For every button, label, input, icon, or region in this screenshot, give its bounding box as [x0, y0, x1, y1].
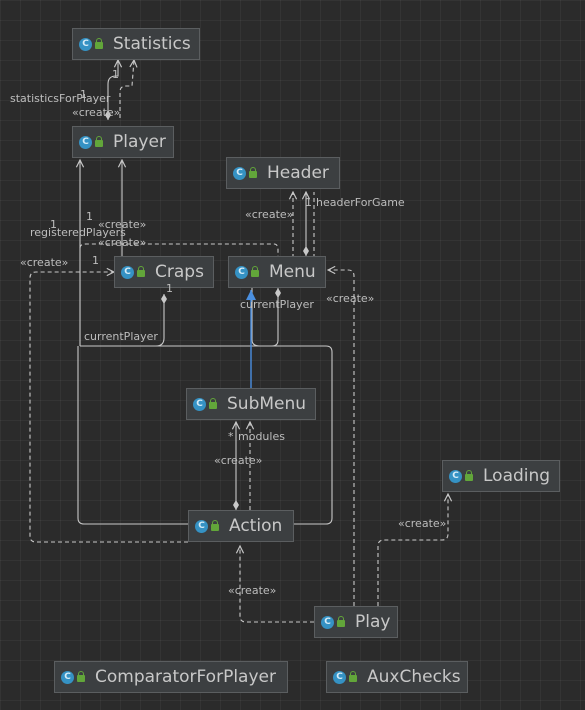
class-name: SubMenu — [227, 394, 307, 414]
class-icon: C — [79, 37, 92, 51]
class-auxchecks[interactable]: C AuxChecks — [326, 661, 468, 693]
edge-action-craps — [77, 346, 188, 525]
lock-icon — [209, 397, 217, 409]
edge-play-menu-create — [328, 270, 355, 606]
lock-icon — [349, 670, 357, 682]
edge-player-statistics-create — [119, 60, 134, 118]
lock-icon — [77, 670, 85, 682]
label-create-play-loading: «create» — [398, 517, 447, 530]
lock-icon — [465, 469, 473, 481]
class-icon: C — [449, 469, 462, 483]
lock-icon — [249, 166, 257, 178]
label-create-play-menu: «create» — [326, 292, 375, 305]
label-create-action-submenu: «create» — [214, 454, 263, 467]
label-reg-multiplicity-b: 1 — [86, 210, 93, 223]
lock-icon — [95, 135, 103, 147]
class-name: Loading — [483, 466, 551, 486]
label-create-player-craps-2: «create» — [98, 236, 147, 249]
class-submenu[interactable]: C SubMenu — [186, 388, 316, 420]
label-create-play-action: «create» — [228, 584, 277, 597]
class-name: Player — [113, 132, 166, 152]
label-modules-multiplicity: * — [228, 430, 234, 443]
class-name: Craps — [155, 262, 204, 282]
label-create-player-stats: «create» — [72, 106, 121, 119]
class-name: ComparatorForPlayer — [95, 667, 276, 687]
label-create-menu-header: «create» — [245, 208, 294, 221]
class-icon: C — [61, 670, 74, 684]
class-name: Action — [229, 516, 283, 536]
class-name: AuxChecks — [367, 667, 461, 687]
class-name: Menu — [269, 262, 316, 282]
label-registered-players: registeredPlayers — [30, 226, 126, 239]
label-stats-multiplicity: 1 — [112, 68, 119, 81]
class-icon: C — [233, 166, 246, 180]
class-menu[interactable]: C Menu — [228, 256, 326, 288]
edge-action-craps-create — [29, 272, 188, 543]
label-create-player-craps: «create» — [98, 218, 147, 231]
lock-icon — [137, 265, 145, 277]
class-action[interactable]: C Action — [188, 510, 294, 542]
class-icon: C — [333, 670, 346, 684]
edge-play-action — [240, 546, 314, 623]
label-modules: modules — [238, 430, 285, 443]
class-name: Header — [267, 163, 329, 183]
class-icon: C — [79, 135, 92, 149]
label-statistics-for-player: statisticsForPlayer — [10, 92, 111, 105]
label-craps-multiplicity: 1 — [166, 282, 173, 295]
label-stats-multiplicity-b: 1 — [80, 88, 87, 101]
class-play[interactable]: C Play — [314, 606, 398, 638]
label-create-action-craps: «create» — [20, 256, 69, 269]
edge-play-loading — [377, 494, 448, 606]
lock-icon — [337, 615, 345, 627]
class-comparatorforplayer[interactable]: C ComparatorForPlayer — [54, 661, 288, 693]
label-header-multiplicity: 1 — [305, 196, 312, 209]
class-loading[interactable]: C Loading — [442, 460, 560, 492]
class-header[interactable]: C Header — [226, 157, 340, 189]
class-icon: C — [235, 265, 248, 279]
class-craps[interactable]: C Craps — [114, 256, 214, 288]
label-one-craps: 1 — [92, 254, 99, 267]
lock-icon — [95, 37, 103, 49]
label-current-player-craps: currentPlayer — [84, 330, 158, 343]
class-icon: C — [193, 397, 206, 411]
class-icon: C — [321, 615, 334, 629]
label-header-for-game: headerForGame — [316, 196, 405, 209]
class-name: Play — [355, 612, 391, 632]
edge-action-menu — [251, 288, 333, 525]
lock-icon — [211, 519, 219, 531]
edge-player-statistics — [108, 60, 118, 120]
label-current-player-menu: currentPlayer — [240, 298, 314, 311]
class-statistics[interactable]: C Statistics — [72, 28, 200, 60]
label-reg-multiplicity: 1 — [50, 218, 57, 231]
class-player[interactable]: C Player — [72, 126, 174, 158]
class-icon: C — [121, 265, 134, 279]
class-icon: C — [195, 519, 208, 533]
lock-icon — [251, 265, 259, 277]
class-name: Statistics — [113, 34, 191, 54]
edge-create-loop — [79, 243, 279, 258]
